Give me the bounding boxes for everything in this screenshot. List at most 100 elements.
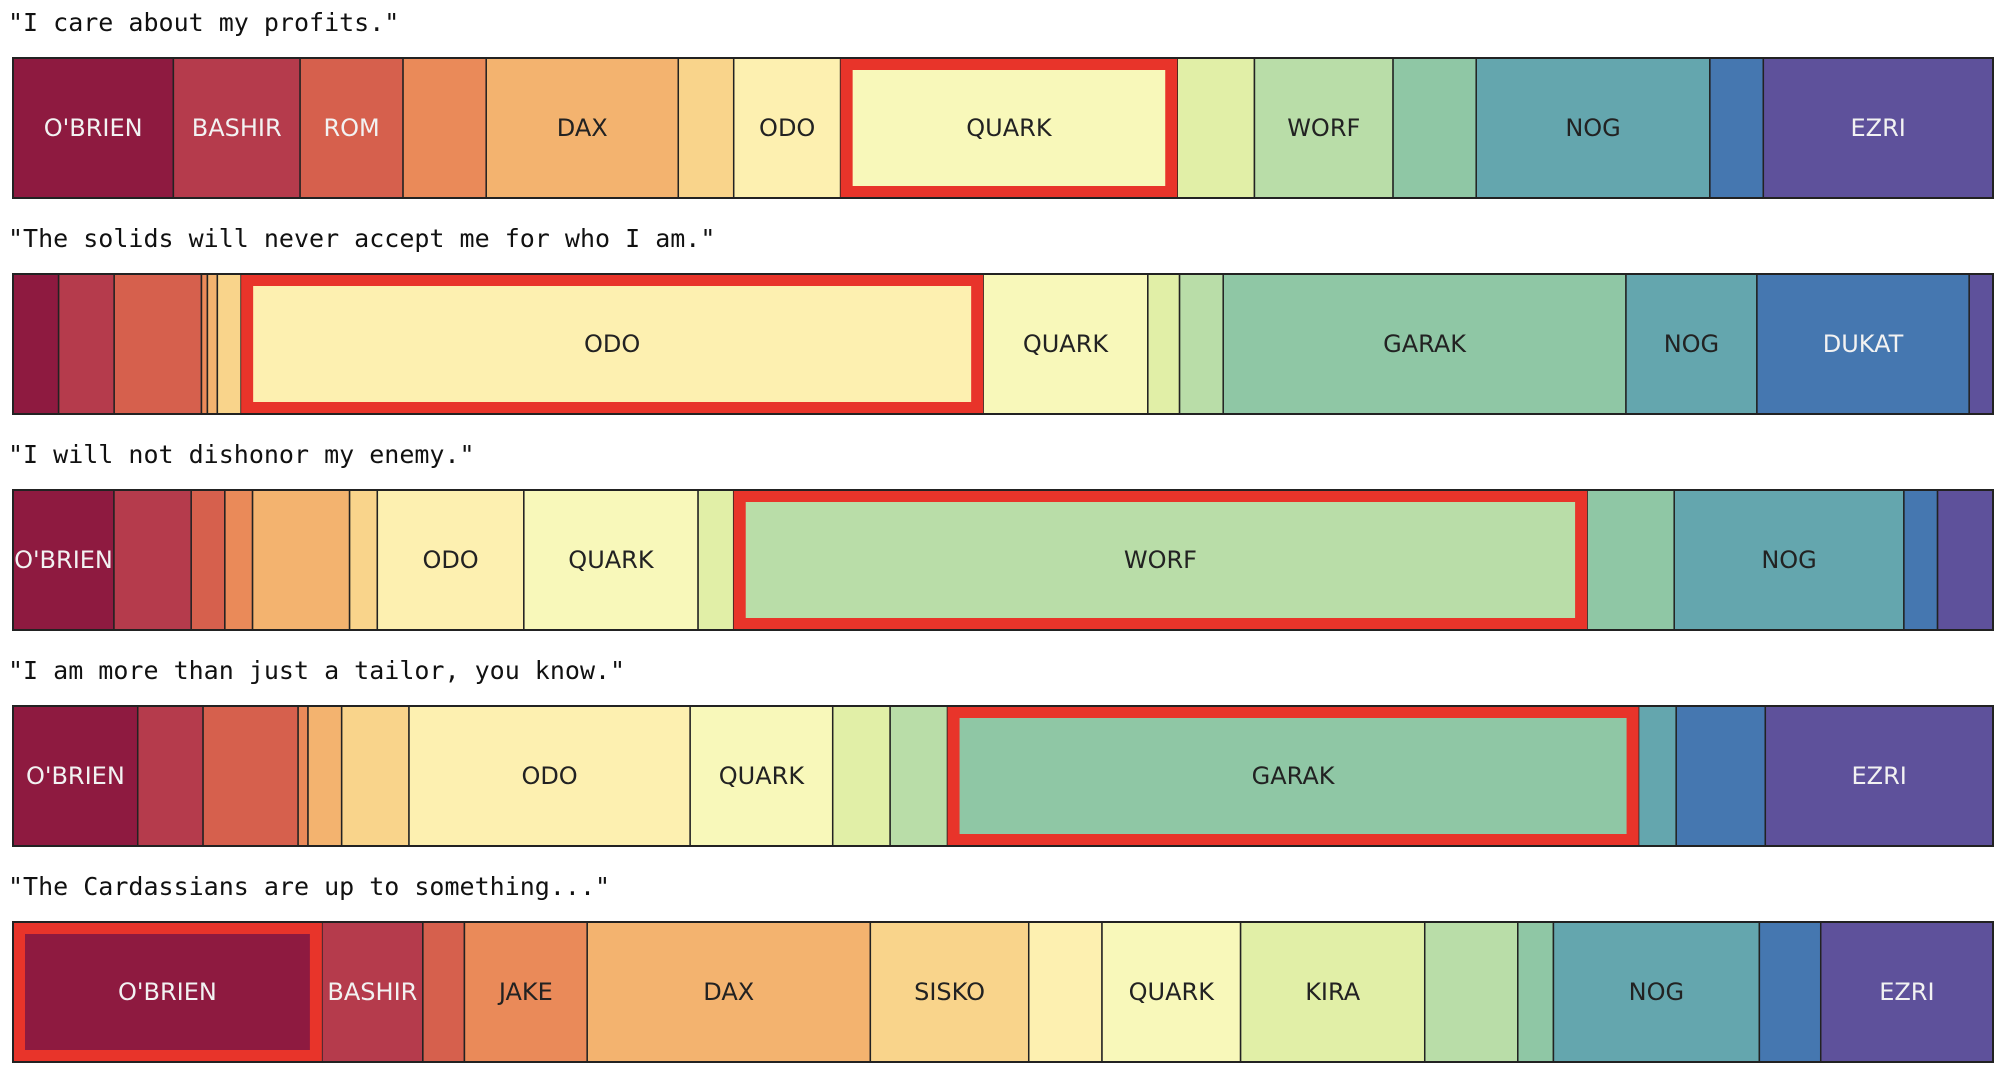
bar-segment <box>697 489 735 631</box>
bar-segment <box>1936 489 1994 631</box>
bar-segment <box>523 489 699 631</box>
bar-segment <box>1239 921 1426 1063</box>
bar-segment <box>206 273 219 415</box>
highlight-box <box>733 490 1588 630</box>
bar-segment <box>982 273 1149 415</box>
bar-outline <box>12 921 1994 1063</box>
row-quote: "I care about my profits." <box>8 8 399 37</box>
bar-segment <box>1819 921 1994 1063</box>
bar-segment <box>113 489 192 631</box>
bar-segment <box>12 273 60 415</box>
segment-label: DUKAT <box>1823 330 1904 358</box>
bar-segment <box>1178 273 1224 415</box>
bar-segment <box>1475 57 1711 199</box>
segment-label: GARAK <box>1252 762 1336 790</box>
bar-segment <box>889 705 949 847</box>
segment-label: BASHIR <box>192 114 282 142</box>
segment-label: ODO <box>759 114 815 142</box>
segment-label: QUARK <box>719 762 806 790</box>
bar-row: "I care about my profits." O'BRIEN BASHIR R… <box>8 8 1994 199</box>
bar-segment <box>224 489 254 631</box>
bar-segment <box>1764 705 1994 847</box>
bar-row: "The Cardassians are up to something..."… <box>8 872 1994 1063</box>
segment-label: ODO <box>422 546 478 574</box>
segment-label: QUARK <box>966 114 1053 142</box>
bar-segment <box>1903 489 1939 631</box>
bar-segment <box>12 57 175 199</box>
row-quote: "The Cardassians are up to something..." <box>8 872 610 901</box>
bar-segment <box>1758 921 1822 1063</box>
segment-label: DAX <box>703 978 754 1006</box>
bar-outline <box>12 489 1994 631</box>
segment-label: O'BRIEN <box>44 114 143 142</box>
bar-segment <box>202 705 299 847</box>
bar-segment <box>839 57 1178 199</box>
bar-row: "The solids will never accept me for who… <box>8 224 1994 415</box>
bar-outline <box>12 705 1994 847</box>
highlight-box <box>241 274 984 414</box>
bar-segment <box>136 705 204 847</box>
bar-row: "I am more than just a tailor, you know.… <box>8 656 1994 847</box>
segment-label: O'BRIEN <box>14 546 113 574</box>
bar-segment <box>340 705 410 847</box>
bar-row: "I will not dishonor my enemy." O'BRIEN OD… <box>8 440 1994 631</box>
segment-label: DAX <box>557 114 608 142</box>
bar-segment <box>1176 57 1256 199</box>
segment-label: QUARK <box>1129 978 1216 1006</box>
bar-segment <box>422 921 466 1063</box>
bar-segment <box>1517 921 1555 1063</box>
segment-label: NOG <box>1761 546 1816 574</box>
bar-segment <box>1756 273 1970 415</box>
bar-segment <box>869 921 1030 1063</box>
bar-segment <box>172 57 301 199</box>
segment-label: JAKE <box>497 978 553 1006</box>
bar-outline <box>12 57 1994 199</box>
bar-segment <box>402 57 487 199</box>
bar-segment <box>12 921 323 1063</box>
bar-segment <box>1586 489 1675 631</box>
bar-segment <box>677 57 735 199</box>
segment-label: SISKO <box>914 978 985 1006</box>
segment-label: ROM <box>323 114 379 142</box>
bar-segment <box>1027 921 1103 1063</box>
bar-segment <box>1392 57 1477 199</box>
bar-segment <box>732 489 1588 631</box>
segment-label: EZRI <box>1850 114 1905 142</box>
bar-segment <box>297 705 309 847</box>
segment-label: O'BRIEN <box>26 762 125 790</box>
bar-segment <box>1637 705 1677 847</box>
highlight-box <box>13 922 322 1062</box>
bar-segment <box>1423 921 1519 1063</box>
bar-outline <box>12 273 1994 415</box>
segment-label: O'BRIEN <box>118 978 217 1006</box>
segment-label: EZRI <box>1879 978 1934 1006</box>
segment-label: QUARK <box>568 546 655 574</box>
segment-label: WORF <box>1287 114 1360 142</box>
bar-segment <box>190 489 226 631</box>
bar-segment <box>348 489 379 631</box>
segment-label: ODO <box>521 762 577 790</box>
segment-label: GARAK <box>1383 330 1467 358</box>
segment-label: BASHIR <box>327 978 417 1006</box>
bar-segment <box>946 705 1640 847</box>
row-quote: "I will not dishonor my enemy." <box>8 440 475 469</box>
bar-segment <box>831 705 891 847</box>
bar-segment <box>200 273 209 415</box>
bar-segment <box>1709 57 1765 199</box>
bar-segment <box>57 273 115 415</box>
bar-segment <box>1222 273 1627 415</box>
bar-segment <box>485 57 680 199</box>
bar-segment <box>113 273 203 415</box>
segment-label: NOG <box>1565 114 1620 142</box>
highlight-box <box>947 706 1639 846</box>
segment-label: NOG <box>1664 330 1719 358</box>
segment-label: NOG <box>1629 978 1684 1006</box>
segment-label: WORF <box>1124 546 1197 574</box>
bar-segment <box>307 705 343 847</box>
bar-segment <box>1675 705 1767 847</box>
bar-segment <box>251 489 351 631</box>
bar-segment <box>408 705 691 847</box>
bar-segment <box>216 273 242 415</box>
highlight-box <box>840 58 1178 198</box>
